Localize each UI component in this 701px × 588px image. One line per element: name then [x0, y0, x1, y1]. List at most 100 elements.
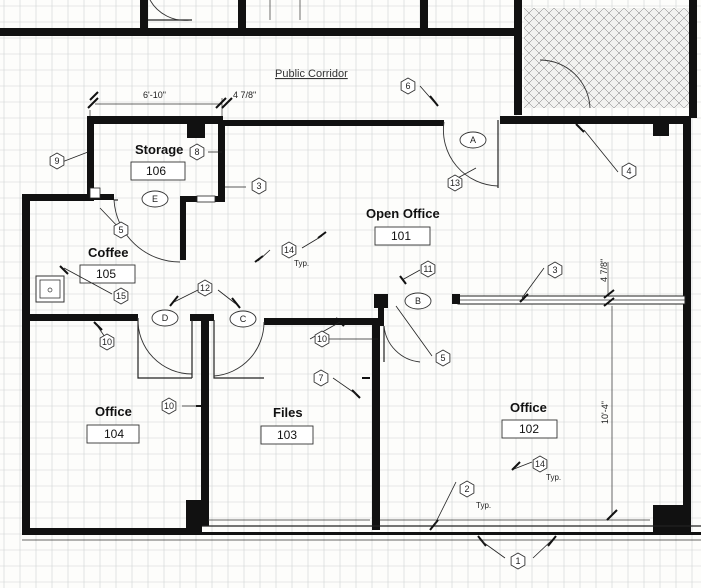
hatch-line — [553, 7, 655, 109]
hatch-line — [583, 7, 685, 109]
dimensions: 6'-10" 4 7/8" 4 7/8" 10'-4" — [87, 90, 618, 521]
hatch-line — [523, 7, 625, 109]
typ-label-2: Typ. — [476, 501, 491, 510]
hatch-line — [633, 52, 690, 109]
keynote-number: 7 — [318, 373, 323, 383]
door-tag-ellipse — [229, 310, 257, 328]
keynote-hexagon — [547, 261, 563, 279]
typ-label-14-open-office: Typ. — [294, 259, 309, 268]
hatch-line — [673, 92, 690, 109]
keynote-number: 10 — [102, 337, 112, 347]
keynote-number: 3 — [552, 265, 557, 275]
keynote-hexagon — [189, 143, 205, 161]
keynote-hexagon — [197, 279, 213, 297]
room-number-103: 103 — [277, 428, 297, 442]
dim-partition-wall: 4 7/8" — [599, 259, 609, 282]
hatch-line — [603, 7, 690, 94]
room-number-104: 104 — [104, 427, 124, 441]
keynote-number: 14 — [284, 245, 294, 255]
keynote-number: 15 — [116, 291, 126, 301]
keynote-hexagon — [510, 552, 526, 570]
door-tag-ellipse — [151, 309, 179, 327]
hatch-line — [603, 22, 690, 109]
keynote-hexagon — [113, 287, 129, 305]
door-tag-letter: B — [415, 296, 421, 306]
hatch-line — [653, 72, 690, 109]
room-name-open-office: Open Office — [366, 206, 440, 221]
hatch-line — [663, 82, 690, 109]
partition-102 — [452, 294, 686, 305]
sink-icon — [35, 275, 65, 303]
room-labels: Storage 106 Open Office 101 Coffee 105 O… — [79, 142, 558, 445]
keynote-number: 2 — [464, 484, 469, 494]
dim-storage-width: 6'-10" — [143, 90, 166, 100]
keynote-number: 5 — [118, 225, 123, 235]
hatch-line — [593, 7, 690, 104]
room-name-storage: Storage — [135, 142, 183, 157]
storage-jamb — [89, 187, 216, 203]
hatch-line — [643, 62, 690, 109]
hatch-line — [533, 7, 635, 109]
keynote-number: 5 — [440, 353, 445, 363]
corridor-label: Public Corridor — [275, 68, 348, 80]
room-number-101: 101 — [391, 229, 411, 243]
keynote-number: 12 — [200, 283, 210, 293]
keynote-hexagon — [621, 162, 637, 180]
keynote-hexagon — [532, 455, 548, 473]
keynote-number: 13 — [450, 178, 460, 188]
leader-lines — [59, 85, 619, 559]
keynote-number: 10 — [317, 334, 327, 344]
hatch-line — [573, 7, 675, 109]
keynote-number: 6 — [405, 81, 410, 91]
room-number-105: 105 — [96, 267, 116, 281]
hatch-line — [593, 12, 690, 109]
hatch-line — [613, 32, 690, 109]
keynote-hexagon — [99, 333, 115, 351]
keynote-hexagon — [400, 77, 416, 95]
hatch-line — [613, 7, 690, 84]
typ-label-14-office-102: Typ. — [546, 473, 561, 482]
keynote-number: 9 — [54, 156, 59, 166]
keynote-hexagon — [420, 260, 436, 278]
hatch-line — [623, 7, 690, 74]
room-number-106: 106 — [146, 164, 166, 178]
keynote-hexagon — [313, 369, 329, 387]
keynote-hexagon — [49, 152, 65, 170]
keynote-number: 14 — [535, 459, 545, 469]
keynote-hexagon — [459, 480, 475, 498]
door-tag-letter: E — [152, 194, 158, 204]
keynote-number: 11 — [423, 264, 432, 274]
hatch-line — [543, 7, 645, 109]
room-name-office-104: Office — [95, 404, 132, 419]
hatch-line — [663, 7, 690, 34]
keynote-hexagon — [314, 330, 330, 348]
door-tag-ellipse — [404, 292, 432, 310]
walls — [22, 116, 701, 541]
door-tag-letter: D — [162, 313, 169, 323]
keynote-number: 4 — [626, 166, 631, 176]
dim-storage-wall: 4 7/8" — [233, 90, 256, 100]
room-name-office-102: Office — [510, 400, 547, 415]
keynote-number: 10 — [164, 401, 174, 411]
door-tag-letter: A — [470, 135, 476, 145]
dim-office-102-depth: 10'-4" — [600, 401, 610, 424]
keynote-number: 1 — [515, 556, 520, 566]
keynote-hexagon — [251, 177, 267, 195]
hatch-line — [673, 7, 690, 24]
keynote-hexagon — [435, 349, 451, 367]
room-name-coffee: Coffee — [88, 245, 128, 260]
door-tag-ellipse — [141, 190, 169, 208]
hatch-line — [653, 7, 690, 44]
keynote-hexagon — [161, 397, 177, 415]
hatch-line — [683, 102, 690, 109]
door-tag-ellipse — [459, 131, 487, 149]
keynote-number: 3 — [256, 181, 261, 191]
hatch-line — [623, 42, 690, 109]
existing-walls-top — [0, 0, 697, 118]
keynote-number: 8 — [194, 147, 199, 157]
hatched-shaft — [523, 7, 690, 109]
hatch-line — [683, 7, 690, 14]
door-tag-letter: C — [240, 314, 247, 324]
